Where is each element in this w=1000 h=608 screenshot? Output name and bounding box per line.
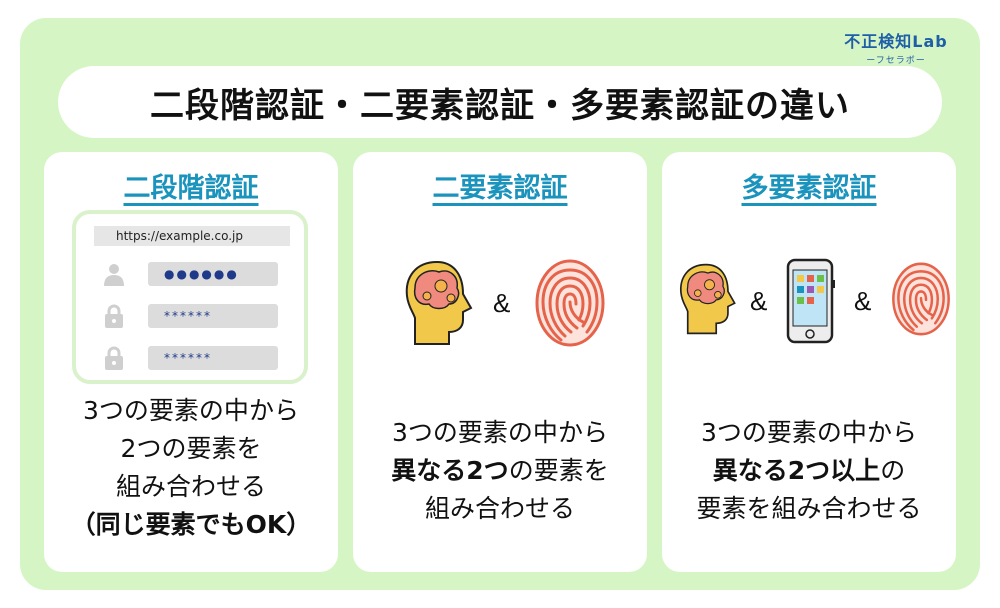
lock-icon	[105, 346, 123, 370]
url-bar: https://example.co.jp	[94, 226, 290, 246]
desc-line: 組み合わせる	[424, 494, 575, 523]
browser-mock: https://example.co.jp ●●●●●● ****** ****…	[72, 210, 308, 384]
logo: 不正検知Lab ーフセラボー	[836, 28, 956, 66]
desc-line: 3つの要素の中から	[701, 418, 917, 447]
page-title-text: 二段階認証・二要素認証・多要素認証の違い	[150, 85, 850, 126]
lock-icon	[105, 304, 123, 328]
card-multi-factor: 多要素認証 & &	[662, 152, 956, 572]
desc-line: 組み合わせる	[115, 472, 266, 501]
login-row-password-2: ******	[102, 346, 286, 370]
card-description: 3つの要素の中から 異なる2つ以上の 要素を組み合わせる	[662, 414, 956, 528]
brain-head-icon	[405, 260, 473, 345]
password-field: ******	[148, 346, 278, 370]
fingerprint-icon	[535, 259, 605, 347]
logo-sub: ーフセラボー	[866, 56, 926, 66]
card-title: 多要素認証	[741, 173, 877, 204]
card-title: 二要素認証	[432, 173, 568, 204]
username-field: ●●●●●●	[148, 262, 278, 286]
desc-line: 3つの要素の中から	[83, 396, 299, 425]
desc-line: 異なる2つ以上の	[662, 452, 956, 490]
card-description: 3つの要素の中から 異なる2つの要素を 組み合わせる	[353, 414, 647, 528]
ampersand: &	[854, 286, 872, 316]
desc-line: 要素を組み合わせる	[696, 494, 922, 523]
user-icon	[104, 264, 124, 286]
card-description: 3つの要素の中から 2つの要素を 組み合わせる （同じ要素でもOK）	[44, 392, 338, 544]
password-field: ******	[148, 304, 278, 328]
ampersand: &	[750, 286, 768, 316]
fingerprint-icon	[892, 262, 950, 336]
desc-rest: の要素を	[508, 456, 609, 485]
ampersand: &	[493, 288, 511, 318]
desc-line: 3つの要素の中から	[392, 418, 608, 447]
smartphone-icon	[786, 258, 835, 344]
page-title: 二段階認証・二要素認証・多要素認証の違い	[58, 66, 942, 138]
login-row-password-1: ******	[102, 304, 286, 328]
desc-bold: 異なる2つ	[391, 456, 509, 485]
logo-main: 不正検知Lab	[844, 32, 948, 51]
desc-line-bold: （同じ要素でもOK）	[70, 510, 312, 539]
desc-bold: 異なる2つ以上	[712, 456, 881, 485]
login-row-user: ●●●●●●	[102, 262, 286, 286]
desc-line: 2つの要素を	[120, 434, 262, 463]
desc-rest: の	[880, 456, 906, 485]
card-title: 二段階認証	[123, 173, 259, 204]
desc-line: 異なる2つの要素を	[353, 452, 647, 490]
brain-head-icon	[680, 263, 736, 335]
card-two-factor: 二要素認証 & 3つの要素の中から 異なる2つの要素を 組み合わせる	[353, 152, 647, 572]
card-two-step: 二段階認証 https://example.co.jp ●●●●●● *****…	[44, 152, 338, 572]
